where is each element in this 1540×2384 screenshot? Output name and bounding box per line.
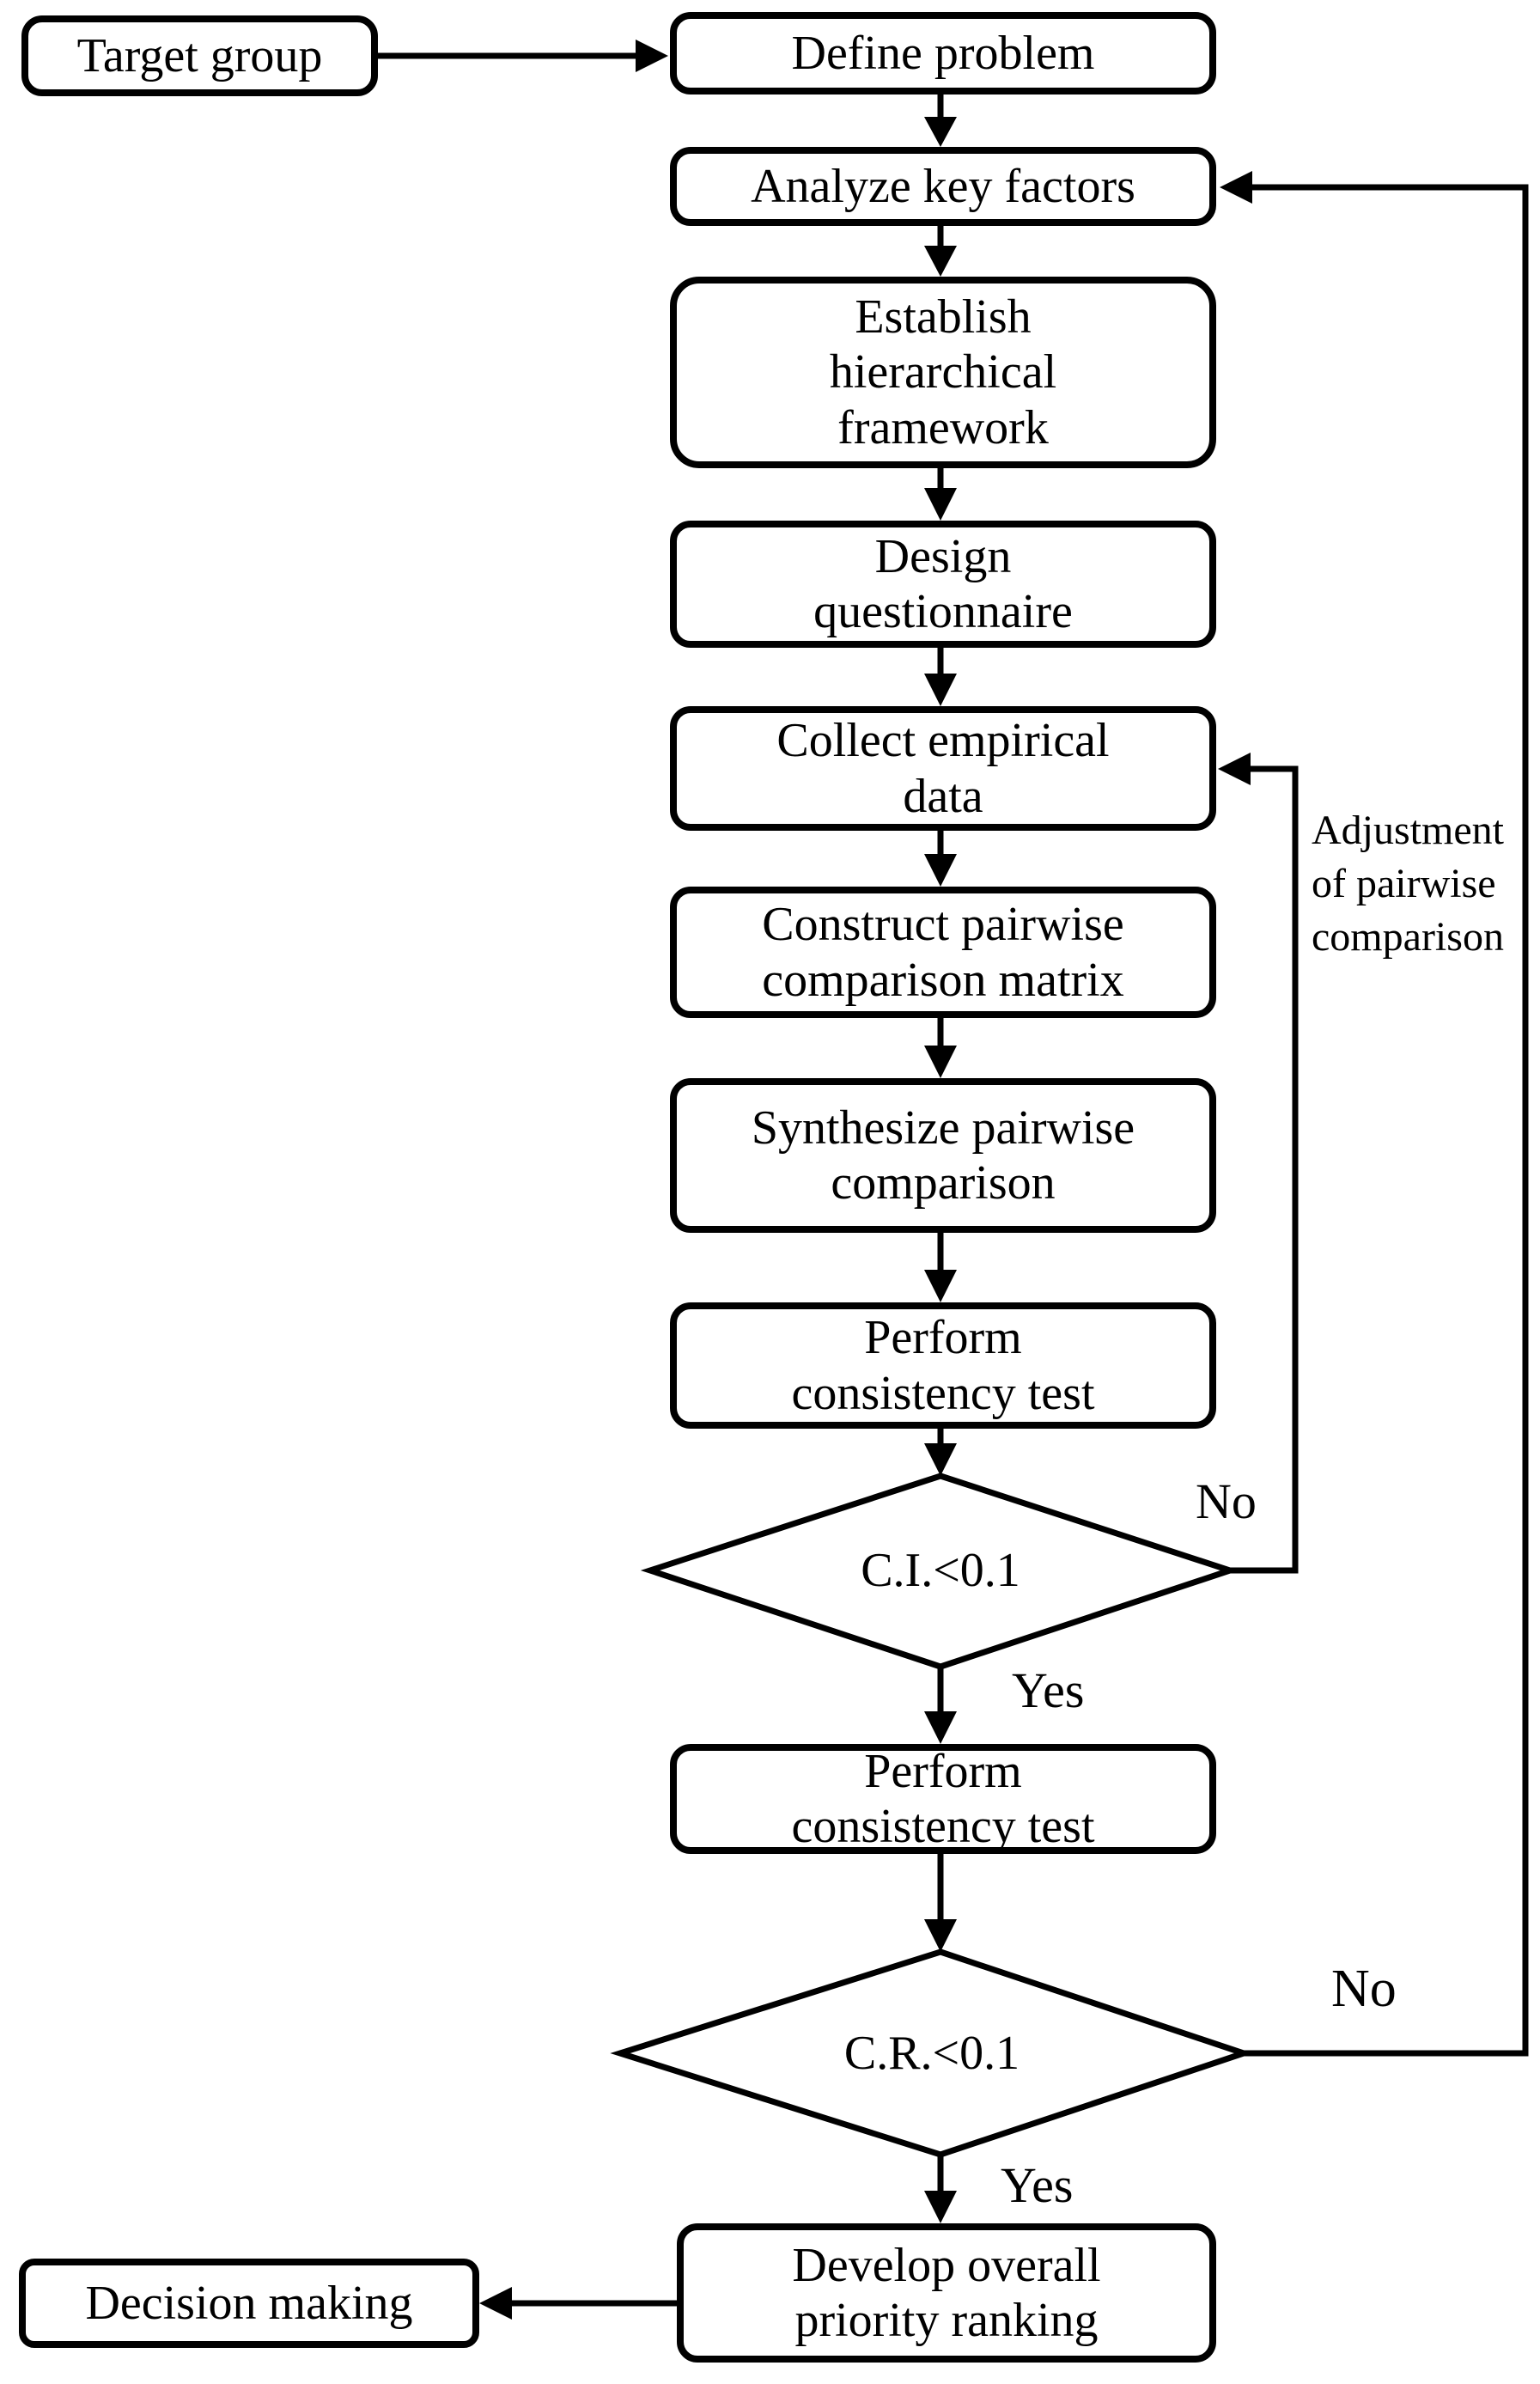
node-analyze-key-factors: Analyze key factors (670, 147, 1216, 226)
adjustment-note: Adjustment of pairwise comparison (1312, 804, 1540, 964)
edge-label-cr-no: No (1331, 1960, 1397, 2018)
node-develop-overall-priority-ranking: Develop overall priority ranking (677, 2223, 1216, 2363)
arrowhead-into-develop (924, 2191, 957, 2223)
node-target-group: Target group (21, 15, 378, 96)
node-synthesize-line-1: Synthesize pairwise (751, 1101, 1135, 1155)
node-perform2-line-2: consistency test (791, 1800, 1095, 1853)
node-define-problem: Define problem (670, 12, 1216, 95)
arrowhead-cr-feedback-into-analyze (1220, 171, 1252, 204)
arrowhead-into-decision-making (479, 2287, 512, 2320)
node-perform-consistency-test-1: Perform consistency test (670, 1302, 1216, 1429)
node-develop-line-1: Develop overall (792, 2238, 1101, 2292)
arrowhead-into-synthesize (924, 1046, 957, 1078)
edge-label-ci-no: No (1196, 1473, 1257, 1529)
arrowhead-into-analyze (924, 117, 957, 147)
adjustment-note-line-2: of pairwise (1312, 861, 1496, 906)
edge-label-cr-yes: Yes (1001, 2157, 1074, 2213)
arrowhead-into-ci-diamond (924, 1443, 957, 1476)
node-develop-line-2: priority ranking (794, 2294, 1099, 2347)
node-collect-line-1: Collect empirical (776, 714, 1110, 768)
arrowhead-into-define (636, 40, 668, 72)
node-analyze-key-factors-label: Analyze key factors (751, 159, 1135, 213)
decision-ci-label: C.I.<0.1 (769, 1541, 1112, 1600)
arrowhead-into-perform1 (924, 1270, 957, 1302)
node-define-problem-label: Define problem (791, 26, 1095, 80)
arrowhead-ci-feedback-into-collect (1218, 753, 1251, 785)
node-decision-making: Decision making (19, 2259, 479, 2348)
arrowhead-into-perform2 (924, 1711, 957, 1744)
node-target-group-label: Target group (76, 28, 323, 82)
node-design-questionnaire: Design questionnaire (670, 521, 1216, 648)
arrowhead-into-collect (924, 674, 957, 706)
node-construct-pairwise-comparison-matrix: Construct pairwise comparison matrix (670, 887, 1216, 1018)
decision-cr-label: C.R.<0.1 (760, 2024, 1104, 2082)
node-perform1-line-1: Perform (864, 1311, 1022, 1365)
node-collect-line-2: data (903, 769, 983, 823)
arrowhead-into-design (924, 488, 957, 521)
node-establish-line-3: framework (837, 400, 1049, 454)
node-establish-hierarchical-framework: Establish hierarchical framework (670, 277, 1216, 468)
node-perform2-line-1: Perform (864, 1744, 1022, 1798)
node-perform1-line-2: consistency test (791, 1366, 1095, 1420)
connector-ci-no-feedback (1227, 765, 1299, 1574)
node-construct-line-1: Construct pairwise (762, 898, 1124, 952)
decision-diamond-ci (640, 1472, 1240, 1670)
node-design-line-2: questionnaire (813, 585, 1073, 638)
node-construct-line-2: comparison matrix (762, 953, 1124, 1007)
node-collect-empirical-data: Collect empirical data (670, 706, 1216, 831)
node-establish-line-1: Establish (855, 290, 1032, 344)
decision-ci-text: C.I.<0.1 (861, 1544, 1020, 1597)
node-design-line-1: Design (874, 529, 1012, 583)
arrowhead-into-cr-diamond (924, 1919, 957, 1952)
decision-diamond-cr (610, 1948, 1254, 2158)
connector-cr-no-feedback (1240, 184, 1529, 2057)
decision-cr-text: C.R.<0.1 (843, 2027, 1020, 2080)
adjustment-note-line-1: Adjustment (1312, 808, 1504, 853)
edge-label-ci-yes: Yes (1012, 1662, 1085, 1718)
adjustment-note-line-3: comparison (1312, 914, 1504, 960)
node-decision-making-label: Decision making (85, 2276, 413, 2330)
node-synthesize-pairwise-comparison: Synthesize pairwise comparison (670, 1078, 1216, 1233)
node-establish-line-2: hierarchical (829, 345, 1057, 399)
node-perform-consistency-test-2: Perform consistency test (670, 1744, 1216, 1854)
arrowhead-into-establish (924, 246, 957, 277)
arrowhead-into-construct (924, 854, 957, 887)
node-synthesize-line-2: comparison (831, 1156, 1056, 1210)
